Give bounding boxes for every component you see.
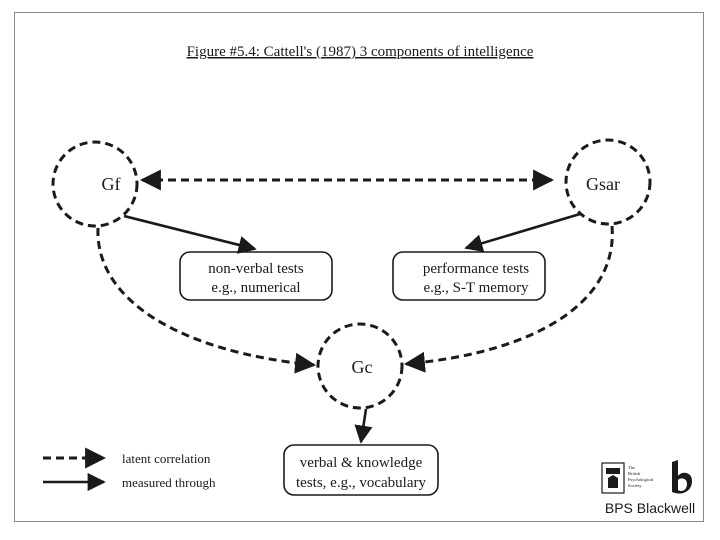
nonverbal-line2: e.g., numerical bbox=[211, 280, 300, 296]
gf-circle bbox=[51, 140, 139, 228]
nonverbal-line1: non-verbal tests bbox=[208, 261, 304, 277]
gsar-gc-correlation bbox=[403, 225, 614, 373]
gsar-circle bbox=[564, 138, 652, 226]
gc-label: Gc bbox=[352, 357, 373, 377]
gsar-to-performance-arrow bbox=[464, 212, 581, 253]
verbal-line1: verbal & knowledge bbox=[300, 455, 423, 471]
society-line3: Psychological bbox=[628, 477, 654, 482]
gc-circle bbox=[316, 322, 404, 410]
gc-to-verbal-arrow bbox=[354, 408, 373, 444]
verbal-box bbox=[283, 444, 439, 496]
performance-line2: e.g., S-T memory bbox=[423, 280, 529, 296]
blackwell-b-icon bbox=[672, 460, 692, 494]
bps-logo: The British Psychological Society BPS Bl… bbox=[601, 460, 695, 516]
slide-frame bbox=[14, 12, 704, 522]
gf-to-nonverbal-arrow bbox=[123, 214, 257, 254]
society-line4: Society bbox=[628, 483, 642, 488]
legend-dashed-label: latent correlation bbox=[122, 451, 211, 466]
verbal-line2: tests, e.g., vocabulary bbox=[296, 475, 426, 491]
society-line1: The bbox=[628, 465, 635, 470]
legend-solid-label: measured through bbox=[122, 475, 216, 490]
gf-label: Gf bbox=[102, 174, 121, 194]
gsar-label: Gsar bbox=[586, 174, 620, 194]
figure-title: Figure #5.4: Cattell's (1987) 3 componen… bbox=[187, 44, 534, 60]
publisher-name: BPS Blackwell bbox=[605, 500, 695, 516]
performance-line1: performance tests bbox=[423, 261, 529, 277]
gf-gc-correlation bbox=[96, 227, 317, 374]
society-line2: British bbox=[628, 471, 641, 476]
